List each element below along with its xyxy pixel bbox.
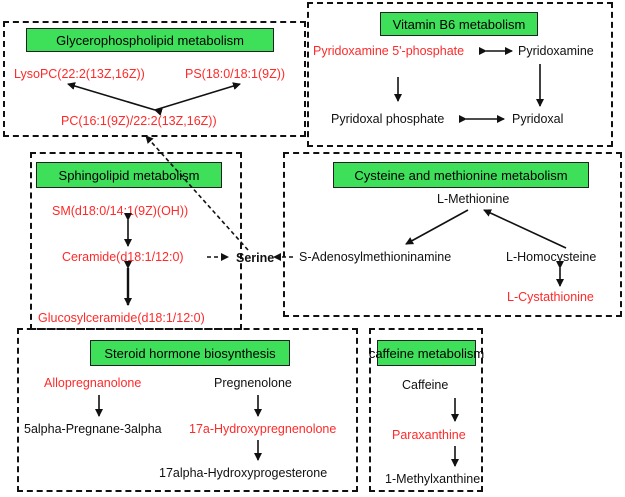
hydroxypregnenolone-node: 17a-Hydroxypregnenolone [189, 422, 337, 436]
arrow-pc-lysopc [67, 82, 163, 116]
caffeine-title: caffeine metabolism [369, 340, 484, 366]
pregnane-node: 5alpha-Pregnane-3alpha [24, 422, 162, 436]
caffeine-node: Caffeine [402, 378, 449, 392]
steroid-panel [17, 328, 358, 492]
arrow-serine-pc [145, 135, 249, 251]
pregnenolone-node: Pregnenolone [214, 376, 292, 390]
homocysteine-node: L-Homocysteine [506, 250, 597, 264]
ceramide-node: Ceramide(d18:1/12:0) [62, 250, 184, 264]
methylxanthine-node: 1-Methylxanthine [385, 472, 481, 486]
cysteine-methionine-title: Cysteine and methionine metabolism [333, 162, 589, 188]
pyridoxal-phosphate-node: Pyridoxal phosphate [331, 112, 445, 126]
ps-node: PS(18:0/18:1(9Z)) [185, 67, 286, 81]
pyridoxamine-node: Pyridoxamine [518, 44, 594, 58]
paraxanthine-node: Paraxanthine [392, 428, 466, 442]
sm-node: SM(d18:0/14:1(9Z)(OH)) [52, 204, 189, 218]
sphingolipid-title: Sphingolipid metabolism [36, 162, 222, 188]
vitamin-b6-panel [307, 2, 613, 147]
cysteine-methionine-panel [283, 152, 622, 317]
caffeine-panel [369, 328, 483, 492]
arrow-homocysteine-methionine [483, 209, 567, 249]
methionine-node: L-Methionine [437, 192, 510, 206]
allopregnanolone-node: Allopregnanolone [44, 376, 142, 390]
arrow-pc-ps [154, 82, 241, 111]
pc-node: PC(16:1(9Z)/22:2(13Z,16Z)) [61, 114, 217, 128]
cystathionine-node: L-Cystathionine [507, 290, 594, 304]
vitamin-b6-title: Vitamin B6 metabolism [380, 12, 538, 36]
sam-node: S-Adenosylmethioninamine [299, 250, 452, 264]
lysopc-node: LysoPC(22:2(13Z,16Z)) [14, 67, 145, 81]
glycerophospholipid-panel [3, 21, 306, 137]
glucosylceramide-node: Glucosylceramide(d18:1/12:0) [38, 311, 205, 325]
pyridoxal-node: Pyridoxal [512, 112, 564, 126]
serine-node: Serine [236, 251, 275, 265]
hydroxyprogesterone-node: 17alpha-Hydroxyprogesterone [159, 466, 328, 480]
arrow-methionine-sam [405, 209, 469, 245]
glycerophospholipid-title: Glycerophospholipid metabolism [26, 28, 274, 52]
steroid-title: Steroid hormone biosynthesis [90, 340, 290, 366]
pyridoxamine-phosphate-node: Pyridoxamine 5'-phosphate [313, 44, 465, 58]
